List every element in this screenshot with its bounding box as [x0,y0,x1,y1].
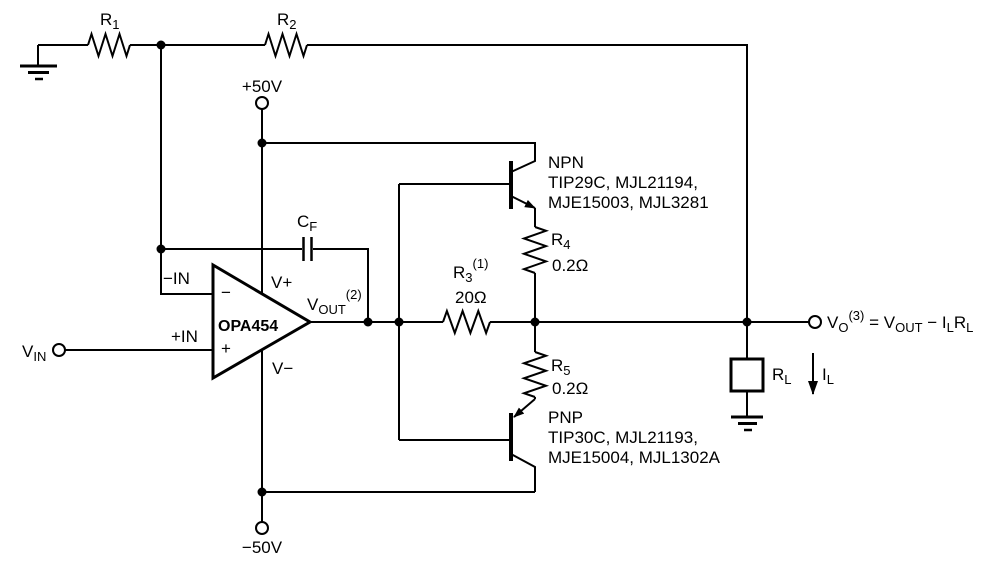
resistor-r5-zigzag [520,351,550,398]
opamp-triangle [211,262,313,381]
opamp-in-minus-label: −IN [163,269,190,288]
pnp-parts-line2: MJE15004, MJL1302A [548,448,721,467]
vin-terminal: VIN [22,342,213,364]
resistor-r3-zigzag [442,308,491,336]
resistor-r4-value: 0.2Ω [552,256,588,275]
positive-supply-terminal: +50V [242,77,283,143]
opamp-vout-label: VOUT(2) [307,287,362,317]
positive-supply-label: +50V [242,77,283,96]
opamp-in-plus-label: +IN [171,327,198,346]
load-current-annotation: IL [808,353,834,395]
positive-supply-circle [255,96,269,110]
junction-dot [156,244,166,254]
negative-supply-label: −50V [242,538,283,557]
pnp-transistor [399,397,536,492]
opamp-noninverting-mark: + [221,339,231,358]
pnp-type-label: PNP [548,408,583,427]
npn-emitter [510,195,536,209]
resistor-r5-label: R5 [551,356,571,378]
resistor-r1-zigzag [87,30,131,60]
ground-symbol-top-left [20,45,57,81]
npn-type-label: NPN [548,153,584,172]
junction-dot [394,317,404,327]
npn-transistor [399,161,536,227]
npn-parts-line1: TIP29C, MJL21194, [548,173,698,192]
opamp-opa454: − + OPA454 [211,262,313,381]
wire-feedback-to-inverting-input [160,45,213,295]
wire-top-rail-right-drop [307,44,748,322]
pnp-collector [510,453,536,492]
resistor-r2-label: R2 [277,10,297,32]
load-resistor-label: RL [772,365,792,387]
resistor-r1-label: R1 [100,10,120,32]
resistor-r2-zigzag [264,30,308,60]
vin-circle [52,343,66,357]
opamp-vminus-label: V− [272,359,293,378]
pnp-parts-line1: TIP30C, MJL21193, [548,428,698,447]
capacitor-cf-label: CF [297,212,317,234]
load-current-label: IL [822,365,834,387]
wire-cf-to-output [313,248,369,322]
opamp-vplus-label: V+ [271,273,292,292]
junction-dots [156,40,752,497]
resistor-r4-zigzag [520,226,550,274]
opamp-inverting-mark: − [221,283,231,302]
vin-label: VIN [22,342,46,364]
junction-dot [742,317,752,327]
junction-dot [257,138,267,148]
junction-dot [530,317,540,327]
npn-parts-line2: MJE15003, MJL3281 [548,193,709,212]
negative-supply-terminal: −50V [242,521,283,557]
junction-dot [363,317,373,327]
junction-dot [156,40,166,50]
resistor-r5-value: 0.2Ω [552,379,588,398]
capacitor-cf [302,237,313,261]
pnp-emitter [513,398,536,418]
opamp-part-number: OPA454 [218,318,278,335]
negative-supply-circle [255,521,269,535]
resistor-r4-label: R4 [551,230,571,252]
resistor-r3-label: R3(1) [453,256,488,285]
rl-box [729,357,765,393]
output-equation: VO(3) = VOUT − ILRL [827,308,973,335]
load-resistor: RL [729,322,792,432]
wire-rail-to-npn-collector [262,142,536,173]
output-terminal-circle [808,315,822,329]
resistor-r3-value: 20Ω [455,288,487,307]
junction-dot [257,487,267,497]
